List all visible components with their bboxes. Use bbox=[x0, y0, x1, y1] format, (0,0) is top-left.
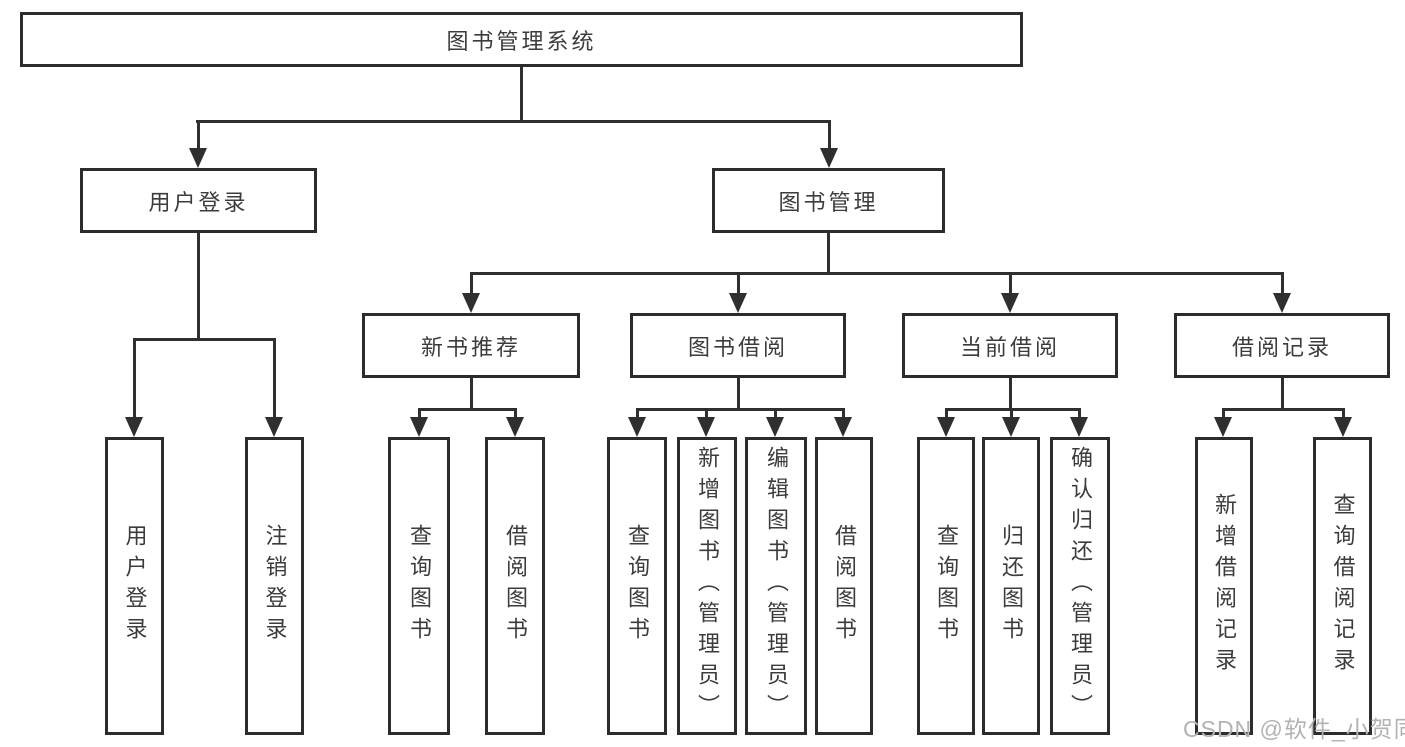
arrow-down-icon bbox=[1273, 272, 1291, 313]
node-label: 图书管理 bbox=[778, 189, 879, 215]
arrow-down-icon bbox=[697, 408, 715, 437]
arrow-down-icon bbox=[834, 408, 852, 437]
connector-line bbox=[520, 67, 523, 120]
arrow-down-icon bbox=[125, 338, 143, 437]
node-label: 确认归还（管理员） bbox=[1068, 446, 1093, 725]
arrow-down-icon bbox=[462, 272, 480, 313]
connector-line bbox=[197, 233, 200, 338]
node-current-borrow: 当前借阅 bbox=[902, 313, 1118, 378]
arrow-down-icon bbox=[766, 408, 784, 437]
node-label: 用户登录 bbox=[122, 524, 148, 648]
node-label: 用户登录 bbox=[148, 189, 249, 215]
node-label: 新书推荐 bbox=[420, 334, 521, 360]
arrow-down-icon bbox=[265, 338, 283, 437]
node-leaf-add-borrow-record: 新增借阅记录 bbox=[1195, 437, 1253, 735]
arrow-down-icon bbox=[506, 408, 524, 437]
node-new-book-recommend: 新书推荐 bbox=[362, 313, 580, 378]
arrow-down-icon bbox=[410, 408, 428, 437]
arrow-down-icon bbox=[1070, 408, 1088, 437]
node-label: 借阅图书 bbox=[832, 524, 857, 648]
node-label: 查询图书 bbox=[934, 524, 959, 648]
node-leaf-add-book-admin: 新增图书（管理员） bbox=[677, 437, 737, 735]
node-leaf-query-borrow-record: 查询借阅记录 bbox=[1313, 437, 1372, 735]
node-label: 借阅记录 bbox=[1231, 334, 1332, 360]
node-label: 查询借阅记录 bbox=[1330, 493, 1356, 679]
node-label: 注销登录 bbox=[262, 524, 288, 648]
node-label: 编辑图书（管理员） bbox=[764, 446, 789, 725]
arrow-down-icon bbox=[1001, 272, 1019, 313]
node-leaf-borrow-books: 借阅图书 bbox=[815, 437, 873, 735]
node-label: 归还图书 bbox=[999, 524, 1024, 648]
connector-line bbox=[470, 378, 473, 408]
connector-line bbox=[1222, 408, 1345, 411]
node-label: 图书借阅 bbox=[687, 334, 788, 360]
arrow-down-icon bbox=[1334, 408, 1352, 437]
node-label: 查询图书 bbox=[625, 524, 650, 648]
watermark: CSDN @软件_小贺同学 bbox=[1183, 716, 1405, 742]
node-leaf-logout: 注销登录 bbox=[245, 437, 304, 735]
node-leaf-return-books: 归还图书 bbox=[982, 437, 1040, 735]
connector-line bbox=[636, 408, 845, 411]
node-label: 查询图书 bbox=[407, 524, 432, 648]
node-label: 当前借阅 bbox=[959, 334, 1060, 360]
arrow-down-icon bbox=[729, 272, 747, 313]
node-label: 借阅图书 bbox=[503, 524, 528, 648]
node-leaf-user-login: 用户登录 bbox=[105, 437, 164, 735]
node-borrow-record: 借阅记录 bbox=[1174, 313, 1390, 378]
node-leaf-edit-book-admin: 编辑图书（管理员） bbox=[745, 437, 807, 735]
node-leaf-confirm-return-admin: 确认归还（管理员） bbox=[1050, 437, 1110, 735]
arrow-down-icon bbox=[1214, 408, 1232, 437]
arrow-down-icon bbox=[628, 408, 646, 437]
connector-line bbox=[418, 408, 516, 411]
node-label: 新增借阅记录 bbox=[1212, 493, 1237, 679]
node-book-borrow: 图书借阅 bbox=[630, 313, 846, 378]
connector-line bbox=[1281, 378, 1284, 408]
arrow-down-icon bbox=[189, 120, 207, 168]
connector-line bbox=[827, 233, 830, 272]
node-user-login-module: 用户登录 bbox=[80, 168, 317, 233]
connector-line bbox=[1009, 378, 1012, 408]
node-root: 图书管理系统 bbox=[20, 12, 1023, 67]
connector-line bbox=[470, 272, 1283, 275]
node-label: 图书管理系统 bbox=[446, 28, 597, 54]
node-leaf-query-books-current: 查询图书 bbox=[917, 437, 975, 735]
node-leaf-query-books-recommend: 查询图书 bbox=[388, 437, 450, 735]
connector-line bbox=[196, 120, 831, 123]
arrow-down-icon bbox=[1002, 408, 1020, 437]
arrow-down-icon bbox=[820, 120, 838, 168]
arrow-down-icon bbox=[937, 408, 955, 437]
node-leaf-query-books-borrow: 查询图书 bbox=[607, 437, 667, 735]
node-book-management: 图书管理 bbox=[712, 168, 945, 233]
connector-line bbox=[737, 378, 740, 408]
node-label: 新增图书（管理员） bbox=[695, 446, 720, 725]
connector-line bbox=[945, 408, 1081, 411]
node-leaf-borrow-books-recommend: 借阅图书 bbox=[485, 437, 545, 735]
connector-line bbox=[133, 338, 276, 341]
